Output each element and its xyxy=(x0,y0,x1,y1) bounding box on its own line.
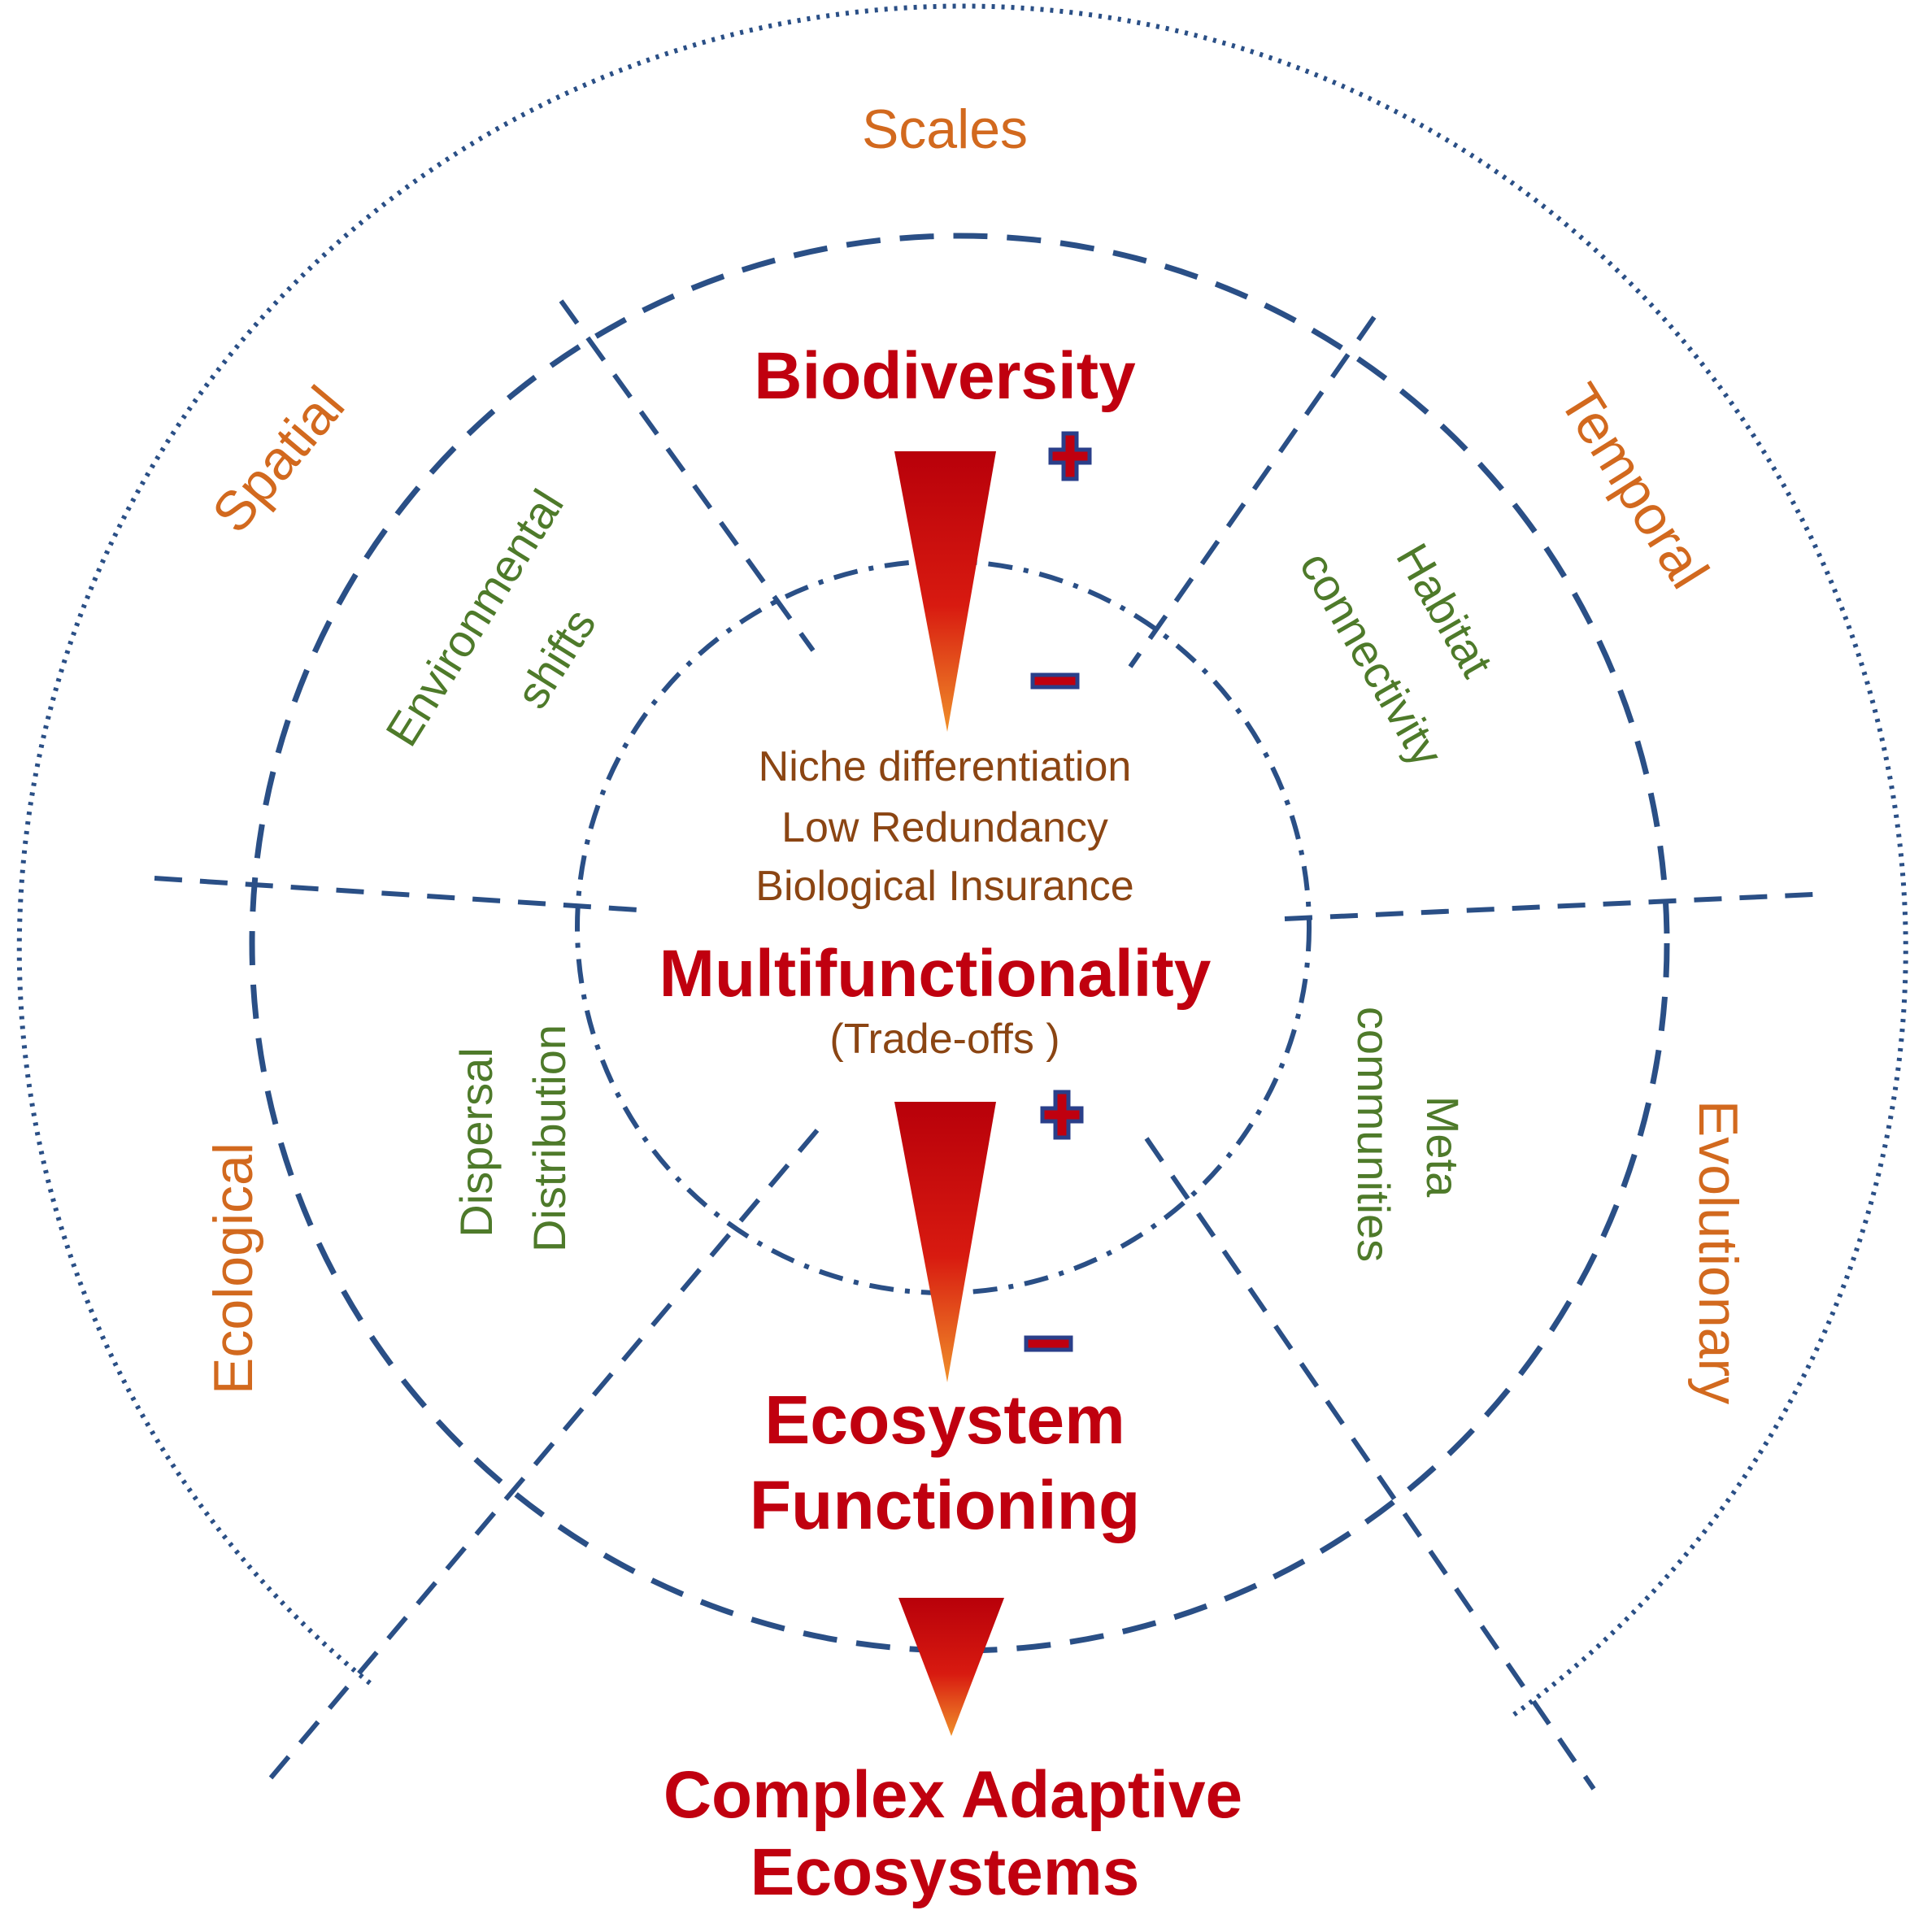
arrow-triangle-bottom xyxy=(898,1598,1004,1736)
tradeoffs-label: (Trade-offs ) xyxy=(829,1016,1059,1063)
evolutionary-label: Evolutionary xyxy=(1687,1100,1749,1404)
arrow-triangle-top xyxy=(894,451,996,732)
temporal-label: Temporal xyxy=(1547,373,1721,598)
complex-adaptive-node-line1: Complex Adaptive xyxy=(663,1758,1242,1832)
complex-adaptive-node-line2: Ecosystems xyxy=(750,1835,1140,1909)
spoke-upper-left xyxy=(559,299,816,652)
ecosystem-functioning-node-line1: Ecosystem xyxy=(764,1382,1125,1458)
spoke-right xyxy=(1284,892,1814,921)
multifunctionality-node: Multifunctionality xyxy=(659,937,1212,1011)
outer-scales-ring xyxy=(16,3,1908,1718)
spoke-lower-right xyxy=(1144,1137,1596,1791)
mechanism-biological-insurance: Biological Insurance xyxy=(755,863,1133,910)
middle-factors-ring xyxy=(249,233,1670,1654)
spoke-lower-left xyxy=(266,1129,820,1782)
dispersal-label: Dispersal xyxy=(450,1047,502,1237)
communities-label: communities xyxy=(1348,1007,1399,1262)
minus-icon-top xyxy=(1030,672,1080,690)
environmental-shifts-label-2: shifts xyxy=(506,600,606,717)
biodiversity-node: Biodiversity xyxy=(754,339,1136,413)
spoke-left xyxy=(154,876,651,913)
scales-label: Scales xyxy=(862,98,1028,160)
mechanism-niche-differentiation: Niche differentiation xyxy=(759,743,1132,790)
minus-icon-middle xyxy=(1024,1335,1073,1352)
spatial-label: Spatial xyxy=(200,375,356,544)
ecosystem-functioning-node-line2: Functioning xyxy=(750,1467,1141,1543)
ecological-label: Ecological xyxy=(202,1142,264,1395)
spoke-upper-right xyxy=(1128,315,1377,668)
meta-label: Meta xyxy=(1417,1096,1468,1198)
mechanism-low-redundancy: Low Redundancy xyxy=(781,804,1108,851)
plus-icon-top xyxy=(1048,431,1092,481)
plus-icon-middle xyxy=(1040,1090,1084,1140)
arrow-triangle-middle xyxy=(894,1102,996,1382)
distribution-label: Distribution xyxy=(524,1025,575,1252)
